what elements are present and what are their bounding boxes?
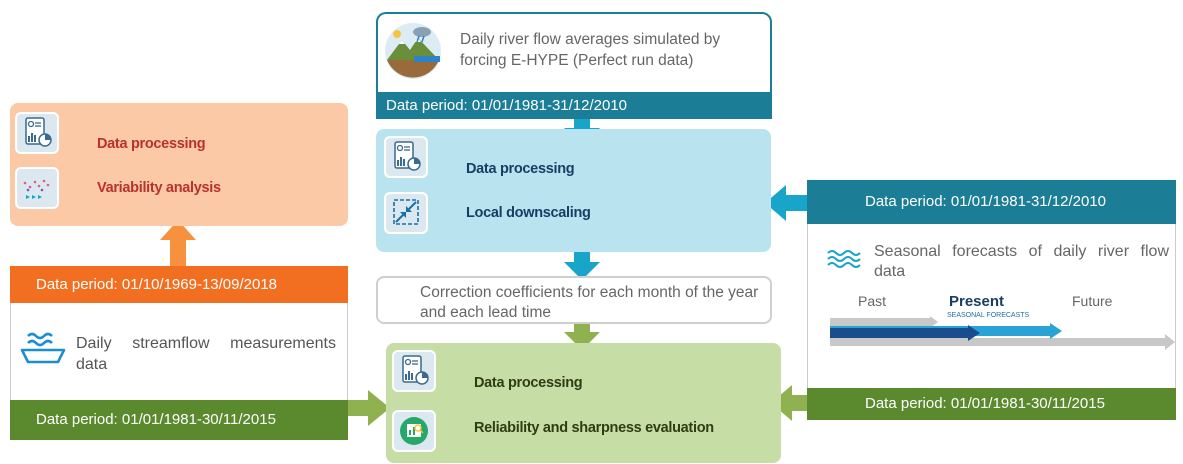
arrow-down-central xyxy=(564,252,600,280)
report-chart-icon xyxy=(15,112,59,154)
downscale-arrows-icon xyxy=(384,192,428,234)
measurements-description: Daily streamflow measurements data xyxy=(76,335,336,373)
report-chart-icon xyxy=(392,350,436,392)
timeline-future: Future xyxy=(1072,293,1113,309)
left-step-variability-analysis: Variability analysis xyxy=(97,180,221,196)
arrow-up-orange xyxy=(160,220,196,266)
forecast-period-bottom: Data period: 01/01/1981-30/11/2015 xyxy=(807,388,1176,420)
top-source-period: Data period: 01/01/1981-31/12/2010 xyxy=(376,92,772,119)
arrow-down-correction xyxy=(564,324,600,350)
forecast-description: Seasonal forecasts of daily river flow d… xyxy=(874,243,1169,280)
arrow-left-teal xyxy=(765,185,807,221)
timeline-arrows xyxy=(830,316,1175,350)
central-step-data-processing: Data processing xyxy=(466,161,575,177)
evaluation-chart-icon xyxy=(392,410,436,452)
scatter-plot-icon xyxy=(15,167,59,209)
streamflow-icon xyxy=(20,328,66,366)
measurements-period-bottom: Data period: 01/01/1981-30/11/2015 xyxy=(10,400,348,440)
report-chart-icon xyxy=(384,136,428,178)
arrow-right-green xyxy=(348,390,390,426)
central-step-local-downscaling: Local downscaling xyxy=(466,205,591,221)
timeline-present-subtitle: SEASONAL FORECASTS xyxy=(947,312,1030,319)
measurements-box xyxy=(10,303,348,400)
timeline-present: Present xyxy=(949,293,1005,310)
evaluation-step-reliability-sharpness: Reliability and sharpness evaluation xyxy=(474,420,714,436)
landscape-rain-icon xyxy=(384,22,442,80)
left-processing-box xyxy=(10,103,348,226)
top-source-description: Daily river flow averages simulated by f… xyxy=(460,31,721,69)
evaluation-step-data-processing: Data processing xyxy=(474,375,583,391)
central-processing-box xyxy=(376,129,771,252)
left-step-data-processing: Data processing xyxy=(97,136,206,152)
timeline-past: Past xyxy=(858,293,887,309)
forecast-period-top: Data period: 01/01/1981-31/12/2010 xyxy=(807,180,1176,224)
evaluation-box xyxy=(386,343,781,463)
measurements-period-top: Data period: 01/10/1969-13/09/2018 xyxy=(10,266,348,303)
correction-text: Correction coefficients for each month o… xyxy=(420,284,759,321)
arrow-left-green xyxy=(771,385,807,421)
waves-icon xyxy=(826,247,866,271)
correction-box xyxy=(376,276,772,324)
